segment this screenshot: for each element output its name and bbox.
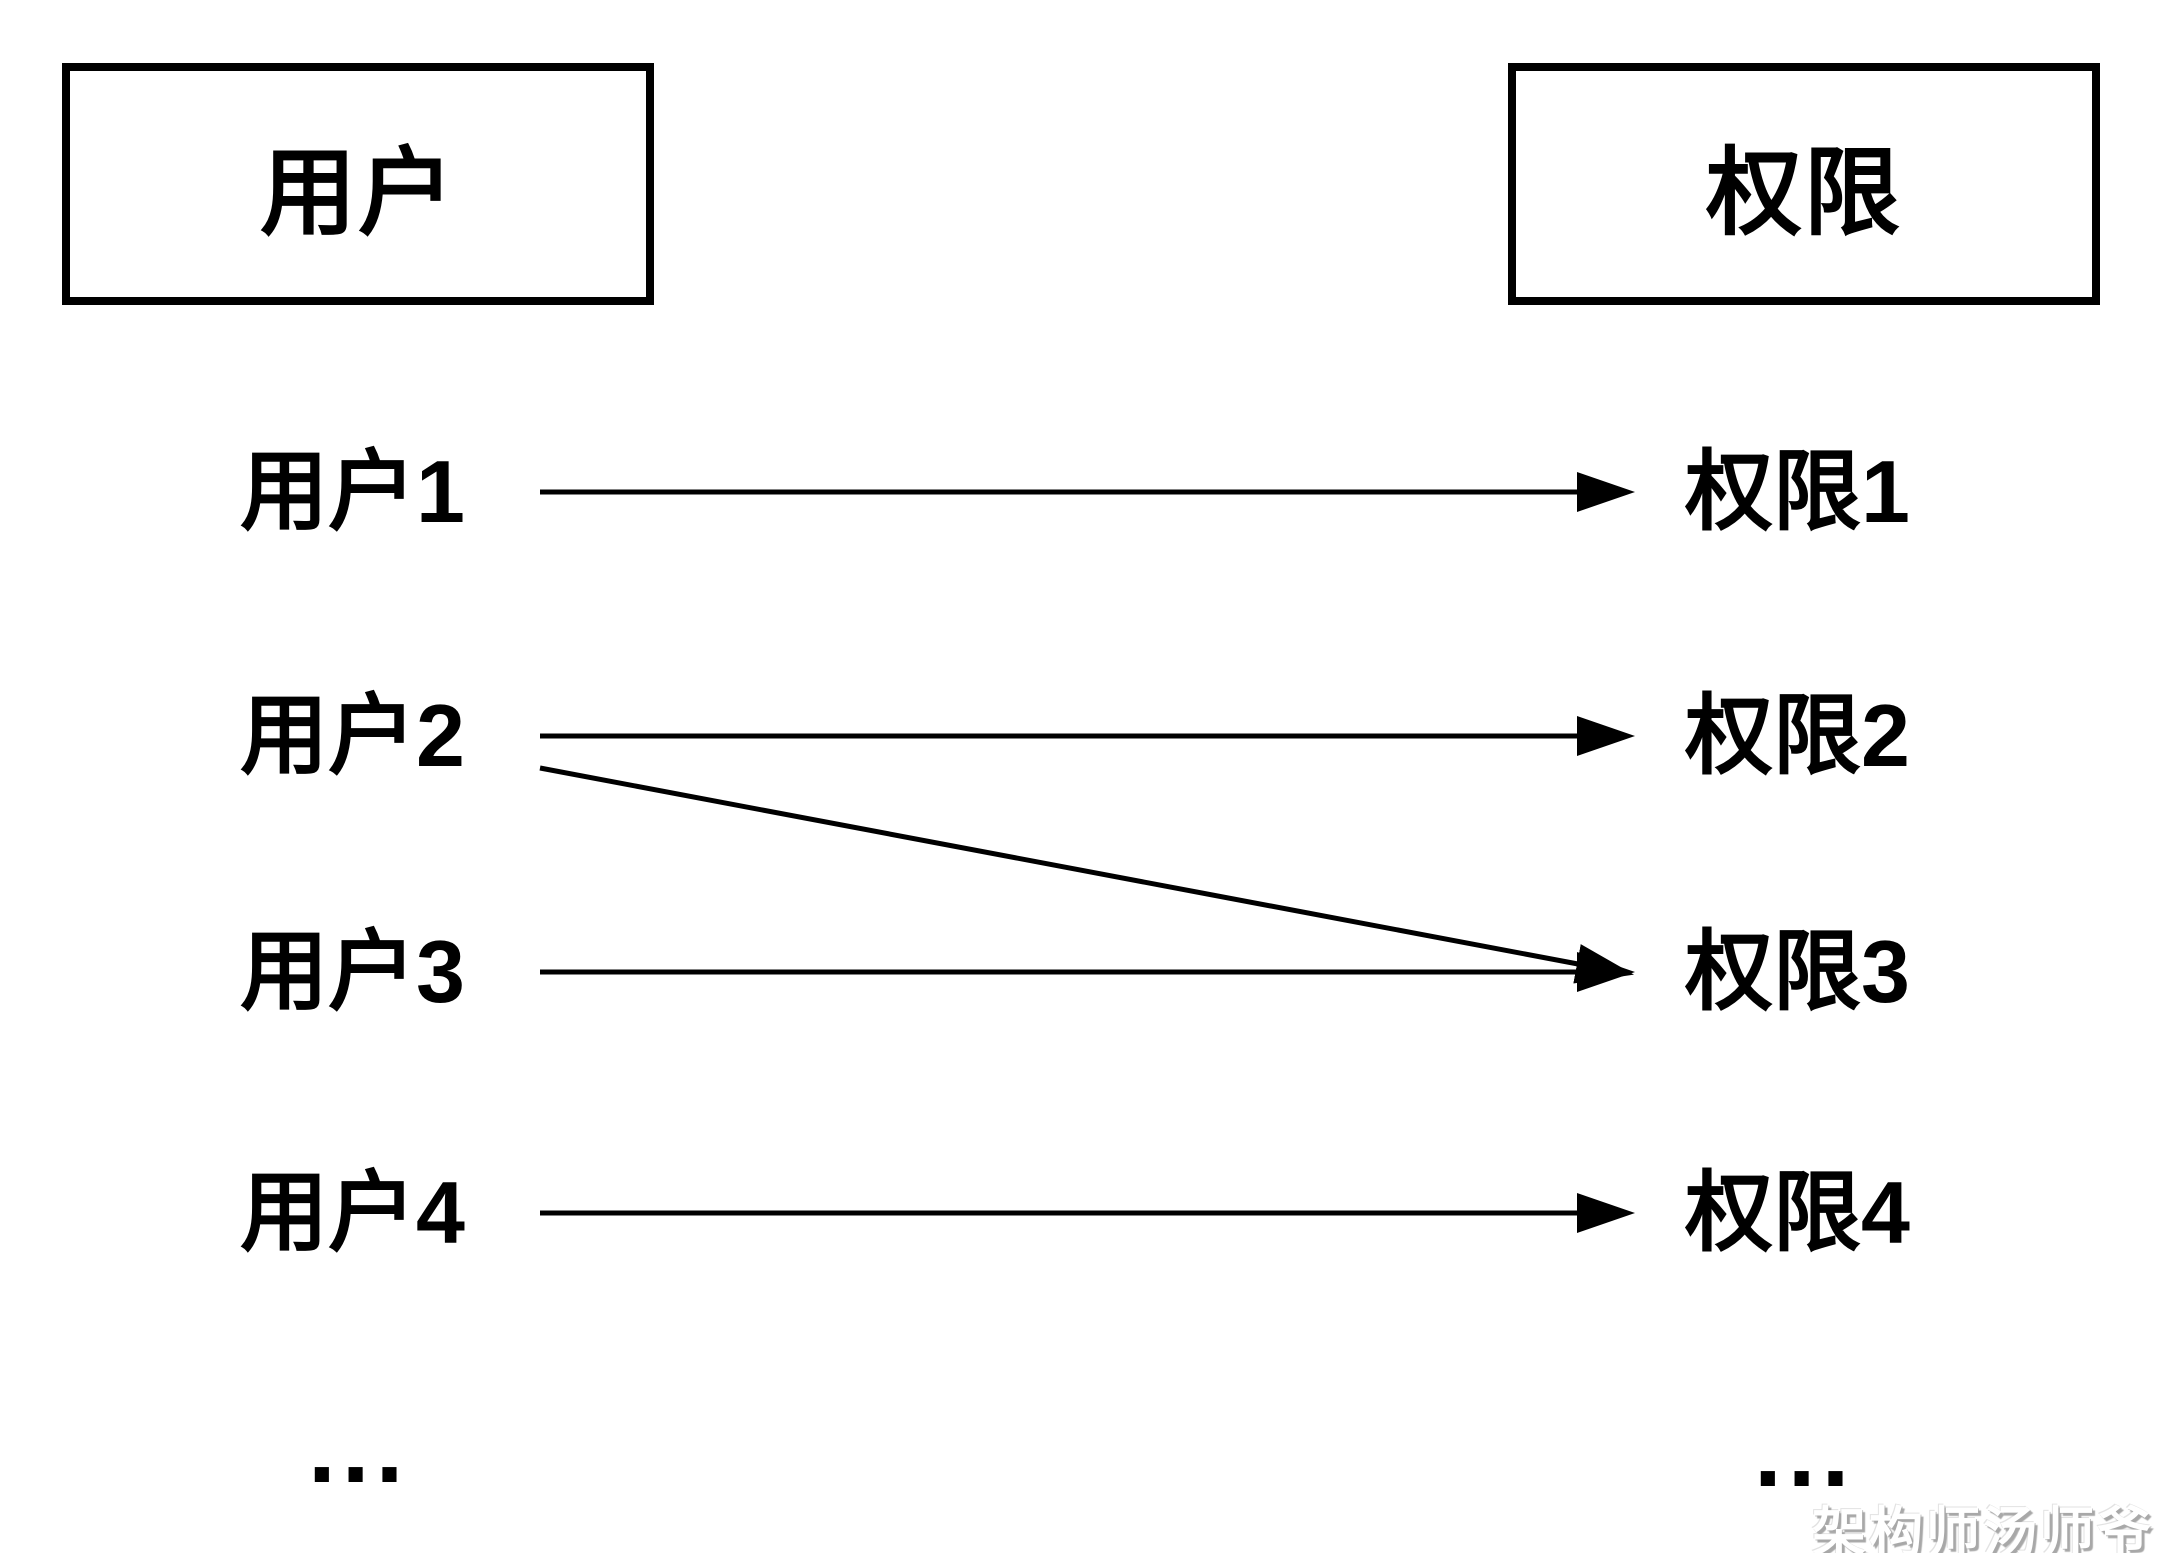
permission-item-2: 权限2 bbox=[1685, 686, 1910, 785]
mapping-arrow-user2-to-permission3 bbox=[539, 765, 1635, 984]
users-header-box: 用户 bbox=[62, 63, 654, 305]
users-ellipsis: ... bbox=[308, 1392, 410, 1504]
user-item-3: 用户3 bbox=[240, 922, 465, 1021]
permissions-ellipsis: ... bbox=[1754, 1396, 1856, 1508]
watermark: 架构师汤师爷 bbox=[1812, 1503, 2154, 1553]
user-item-4: 用户4 bbox=[240, 1163, 465, 1262]
user-item-1: 用户1 bbox=[240, 442, 465, 541]
permission-item-1: 权限1 bbox=[1685, 442, 1910, 541]
permission-item-4: 权限4 bbox=[1685, 1163, 1910, 1262]
permissions-header-box: 权限 bbox=[1508, 63, 2100, 305]
permission-item-3: 权限3 bbox=[1685, 922, 1910, 1021]
users-header-label: 用户 bbox=[260, 139, 456, 247]
user-item-2: 用户2 bbox=[240, 686, 465, 785]
permissions-header-label: 权限 bbox=[1706, 139, 1902, 247]
